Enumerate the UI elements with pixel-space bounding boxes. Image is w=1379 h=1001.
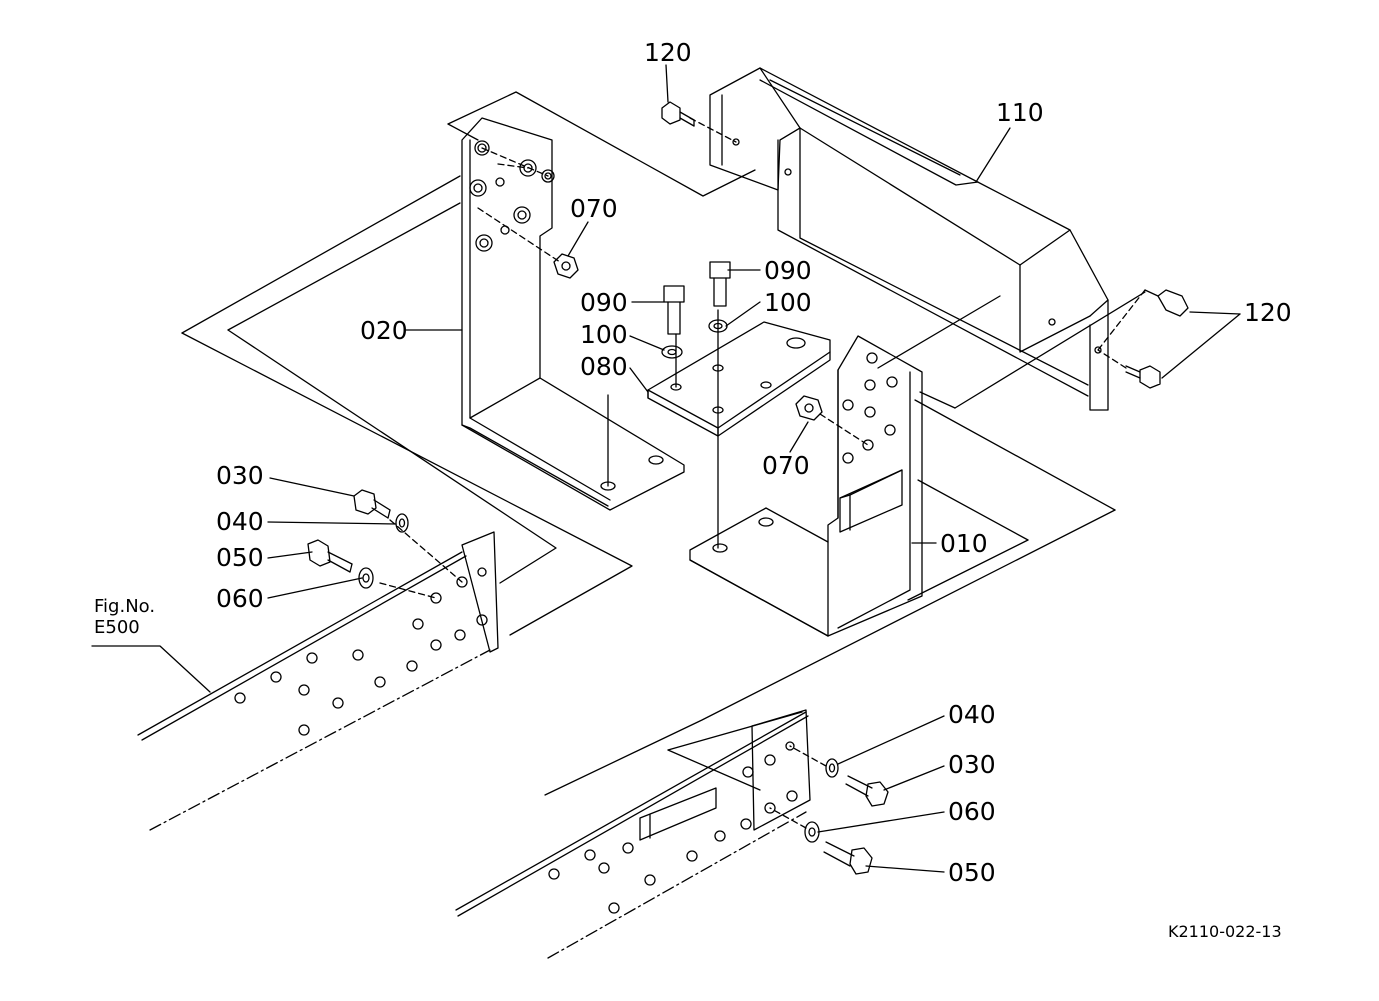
bolt-050-left [308,540,352,572]
frame-outline-top [448,92,755,196]
callout-020: 020 [360,316,408,345]
figure-reference-label: Fig.No. [94,596,156,617]
callout-080: 080 [580,352,628,381]
bolt-090-left [664,286,684,334]
callout-030-left: 030 [216,461,264,490]
assembly-axes [380,118,1145,828]
bolt-030-right [846,776,888,806]
bracket-020 [462,118,684,510]
frame-outline-left [182,176,632,635]
washer-060-right [805,822,819,842]
callout-090-left: 090 [580,288,628,317]
nut-070-mid [796,396,822,420]
frame-outline-right [545,292,1145,795]
callout-050-right: 050 [948,858,996,887]
callout-010: 010 [940,529,988,558]
frame-rail-right [456,710,810,958]
washer-100-left [662,346,682,358]
bolt-030-left [354,490,390,518]
bolt-120-right-lower [1126,366,1160,388]
callout-100-left: 100 [580,320,628,349]
bolt-050-right [824,842,872,874]
callout-040-left: 040 [216,507,264,536]
callout-030-right: 030 [948,750,996,779]
drawing-number: K2110-022-13 [1168,922,1282,941]
callout-060-left: 060 [216,584,264,613]
nut-070-left [554,254,578,278]
callout-040-right: 040 [948,700,996,729]
callout-110: 110 [996,98,1044,127]
callout-070-mid: 070 [762,451,810,480]
cover-110 [710,68,1108,410]
washer-040-right [826,759,838,777]
bolt-120-right-upper [1145,290,1188,316]
figure-reference-number: E500 [94,616,140,638]
vertical-axes [608,310,718,548]
frame-rail-left [138,532,498,830]
leader-lines [92,65,1240,872]
callout-070-left: 070 [570,194,618,223]
callout-120-top: 120 [644,38,692,67]
bolt-090-right [710,262,730,306]
figure-reference: Fig.No. E500 [94,596,156,638]
callout-050-left: 050 [216,543,264,572]
callout-100-right: 100 [764,288,812,317]
washer-040-left [396,514,408,532]
bolt-120-top [662,102,694,126]
callout-120-right: 120 [1244,298,1292,327]
callout-090-right: 090 [764,256,812,285]
plate-080 [648,322,830,436]
callout-060-right: 060 [948,797,996,826]
bracket-010 [690,336,922,636]
